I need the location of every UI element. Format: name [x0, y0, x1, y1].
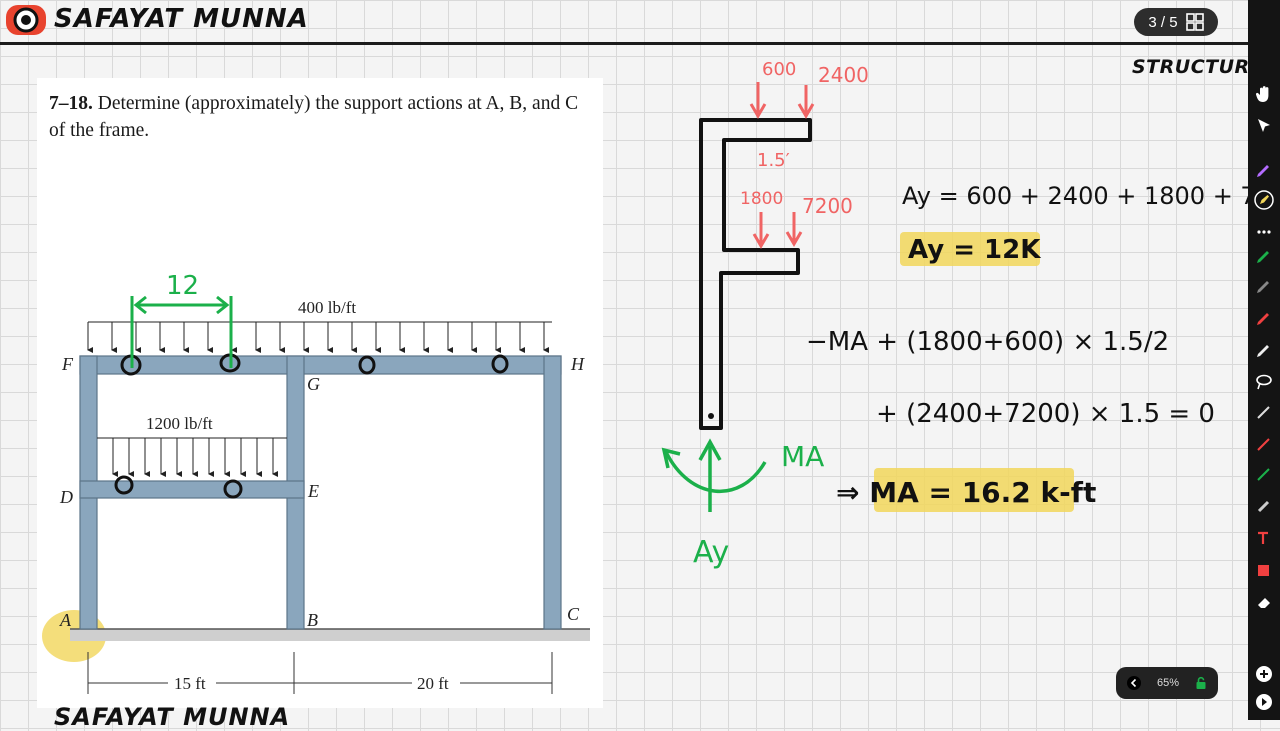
brand-title: SAFAYAT MUNNA: [54, 4, 309, 34]
page-indicator[interactable]: 3 / 5: [1134, 8, 1218, 36]
node-C-label: C: [567, 604, 580, 624]
problem-text: Determine (approximately) the support ac…: [49, 93, 579, 141]
equation-ay-result: Ay = 12K: [908, 235, 1041, 265]
bottom-brand-title: SAFAYAT MUNNA: [54, 703, 291, 731]
eraser-icon[interactable]: [1254, 592, 1274, 612]
dim-right-label: 20 ft: [417, 674, 449, 693]
pointer-icon[interactable]: [1254, 116, 1274, 136]
course-label: STRUCTURE: [1132, 56, 1264, 78]
lasso-icon[interactable]: [1254, 372, 1274, 392]
next-icon[interactable]: [1254, 692, 1274, 712]
annot-12-label: 12: [166, 271, 199, 301]
pencil-icon[interactable]: [1254, 402, 1274, 422]
more-icon[interactable]: [1254, 222, 1274, 242]
pen-icon[interactable]: [1254, 160, 1274, 180]
notes-drawing: 600 2400 1.5′ 1800 7200 Ay MA Ay = 600 +…: [661, 59, 1248, 570]
load-top-label: 400 lb/ft: [298, 298, 356, 317]
pencil-green-icon[interactable]: [1254, 464, 1274, 484]
node-A-label: A: [59, 610, 72, 630]
highlighter-icon[interactable]: [1254, 190, 1274, 210]
header-divider: [0, 42, 1248, 45]
pen-white-icon[interactable]: [1254, 340, 1274, 360]
page-number: 3 / 5: [1148, 13, 1178, 31]
equation-moment-line1: −MA + (1800+600) × 1.5/2: [806, 327, 1169, 357]
hand-icon[interactable]: [1254, 84, 1274, 104]
node-H-label: H: [570, 354, 585, 374]
zoom-control[interactable]: 65%: [1116, 667, 1218, 699]
dim-1-5-label: 1.5′: [757, 150, 790, 171]
textbook-page: 7–18. Determine (approximately) the supp…: [37, 78, 603, 708]
equation-ma-result: ⇒ MA = 16.2 k-ft: [836, 476, 1096, 509]
node-E-label: E: [307, 481, 319, 501]
node-B-label: B: [307, 610, 318, 630]
equation-ay-sum: Ay = 600 + 2400 + 1800 + 7200: [902, 182, 1248, 210]
load-2400-label: 2400: [818, 63, 869, 87]
load-600-label: 600: [762, 59, 796, 80]
grid-view-icon[interactable]: [1185, 13, 1204, 31]
load-mid-label: 1200 lb/ft: [146, 414, 213, 433]
pencil-red-icon[interactable]: [1254, 434, 1274, 454]
problem-statement: 7–18. Determine (approximately) the supp…: [49, 90, 594, 144]
tool-sidebar: [1248, 0, 1280, 720]
equation-moment-line2: + (2400+7200) × 1.5 = 0: [876, 399, 1215, 429]
pen-green-icon[interactable]: [1254, 246, 1274, 266]
marker-icon[interactable]: [1254, 496, 1274, 516]
node-F-label: F: [61, 354, 74, 374]
top-bar: SAFAYAT MUNNA 3 / 5: [0, 0, 1248, 44]
text-icon[interactable]: [1254, 528, 1274, 548]
problem-number: 7–18.: [49, 93, 93, 114]
reaction-MA-label: MA: [781, 440, 824, 473]
lock-icon[interactable]: [1194, 676, 1208, 690]
node-D-label: D: [59, 487, 73, 507]
load-1800-label: 1800: [740, 189, 783, 209]
pen-red-icon[interactable]: [1254, 308, 1274, 328]
node-G-label: G: [307, 374, 320, 394]
shape-icon[interactable]: [1254, 560, 1274, 580]
frame-figure: F H G D E A B C 400 lb/ft 1200 lb/ft 15 …: [42, 271, 590, 694]
logo-icon: [6, 5, 46, 35]
zoom-level: 65%: [1156, 677, 1180, 689]
reaction-Ay-label: Ay: [693, 535, 729, 570]
chevron-left-icon[interactable]: [1126, 675, 1142, 691]
add-icon[interactable]: [1254, 664, 1274, 684]
dim-left-label: 15 ft: [174, 674, 206, 693]
load-7200-label: 7200: [802, 194, 853, 218]
pen-black-icon[interactable]: [1254, 276, 1274, 296]
